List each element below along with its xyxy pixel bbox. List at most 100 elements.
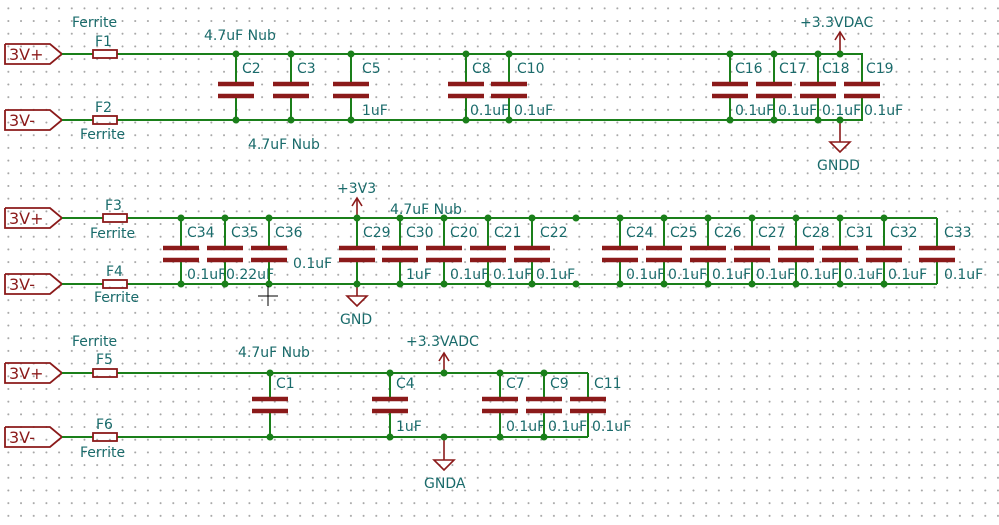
- capacitor-c18[interactable]: C18 0.1uF: [800, 54, 861, 120]
- capacitor-value: 0.1uF: [864, 103, 903, 119]
- connector-label: 3V+: [9, 364, 44, 383]
- capacitor-c8[interactable]: C8 0.1uF: [448, 54, 509, 120]
- ferrite-value: Ferrite: [90, 226, 135, 242]
- capacitor-c11[interactable]: C11 0.1uF: [570, 373, 631, 437]
- capacitor-ref: C33: [944, 225, 972, 241]
- capacitor-value: 0.1uF: [536, 267, 575, 283]
- capacitor-ref: C24: [626, 225, 654, 241]
- power-label: +3.3VADC: [406, 334, 479, 350]
- junctions-digital: [177, 214, 888, 288]
- capacitor-c20[interactable]: C20 0.1uF: [426, 218, 489, 284]
- connector-adc-top[interactable]: 3V+: [4, 362, 64, 384]
- capacitor-c32[interactable]: C32 0.1uF: [866, 218, 927, 284]
- rail-digital: 3V+ 3V- F3 Ferrite F4 Ferrite C34 0.1u: [4, 181, 983, 328]
- capacitor-value: 0.1uF: [822, 103, 861, 119]
- ferrite-f3[interactable]: F3 Ferrite: [90, 198, 135, 242]
- capacitor-value: 0.1uF: [514, 103, 553, 119]
- ground-symbol-gnda[interactable]: GNDA: [424, 437, 466, 492]
- connector-dac-top[interactable]: 3V+: [4, 43, 64, 65]
- connector-label: 3V-: [9, 275, 35, 294]
- capacitor-value: 0.1uF: [844, 267, 883, 283]
- capacitor-ref: C16: [735, 61, 763, 77]
- capacitor-ref: C32: [890, 225, 918, 241]
- capacitor-value: 0.1uF: [293, 256, 332, 272]
- capacitor-value: 1uF: [406, 267, 432, 283]
- ferrite-ref: F6: [96, 417, 113, 433]
- capacitor-value: 0.1uF: [800, 267, 839, 283]
- capacitor-c33[interactable]: C33 0.1uF: [919, 225, 983, 283]
- connector-label: 3V+: [9, 45, 44, 64]
- ferrite-ref: F3: [105, 198, 122, 214]
- capacitor-c35[interactable]: C35 0.22uF: [207, 218, 274, 284]
- power-flag-3v3[interactable]: +3V3: [337, 181, 376, 218]
- ground-symbol-gnd[interactable]: GND: [340, 284, 372, 328]
- capacitor-c1[interactable]: C1 4.7uF Nub: [238, 345, 310, 437]
- capacitor-value: 1uF: [362, 103, 388, 119]
- ferrite-value: Ferrite: [72, 334, 117, 350]
- power-flag-3v3dac[interactable]: +3.3VDAC: [800, 15, 873, 54]
- ferrite-f4[interactable]: F4 Ferrite: [94, 264, 139, 306]
- ferrite-f1[interactable]: Ferrite F1: [72, 15, 118, 59]
- ferrite-f6[interactable]: F6 Ferrite: [80, 417, 125, 461]
- connector-digital-bottom[interactable]: 3V-: [4, 273, 64, 295]
- capacitor-c34[interactable]: C34 0.1uF: [163, 218, 226, 284]
- capacitor-c17[interactable]: C17 0.1uF: [756, 54, 817, 120]
- connector-digital-top[interactable]: 3V+: [4, 207, 64, 229]
- capacitor-c30[interactable]: C30 1uF: [382, 218, 434, 284]
- capacitor-c36[interactable]: C36 0.1uF: [251, 218, 332, 284]
- capacitor-ref: C26: [714, 225, 742, 241]
- capacitor-c27[interactable]: C27 0.1uF: [734, 218, 795, 284]
- junctions-adc: [266, 369, 548, 441]
- capacitor-ref: C2: [242, 61, 261, 77]
- capacitor-value: 0.1uF: [778, 103, 817, 119]
- capacitor-c19[interactable]: C19 0.1uF: [844, 54, 903, 120]
- capacitor-c28[interactable]: C28 0.1uF: [778, 218, 839, 284]
- capacitor-ref: C35: [231, 225, 259, 241]
- capacitor-c2[interactable]: C2 4.7uF Nub: [204, 28, 276, 120]
- capacitor-ref: C36: [275, 225, 303, 241]
- rail-adc: 3V+ 3V- Ferrite F5 F6 Ferrite C1 4.7uF N…: [4, 334, 631, 492]
- ferrite-ref: F1: [95, 34, 112, 50]
- capacitor-ref: C8: [472, 61, 491, 77]
- capacitor-c25[interactable]: C25 0.1uF: [646, 218, 707, 284]
- capacitor-value: 0.1uF: [668, 267, 707, 283]
- capacitor-ref: C20: [450, 225, 478, 241]
- connector-adc-bottom[interactable]: 3V-: [4, 426, 64, 448]
- capacitor-c10[interactable]: C10 0.1uF: [491, 54, 553, 120]
- capacitor-c9[interactable]: C9 0.1uF: [526, 373, 587, 437]
- crosshair-cursor-icon: [258, 286, 278, 306]
- capacitor-ref: C21: [494, 225, 522, 241]
- capacitor-value: 4.7uF Nub: [204, 28, 276, 44]
- capacitor-c31[interactable]: C31 0.1uF: [822, 218, 883, 284]
- capacitor-c3[interactable]: C3: [273, 54, 316, 120]
- capacitor-c26[interactable]: C26 0.1uF: [690, 218, 751, 284]
- rail-dac: 3V+ 3V- Ferrite F1 F2 Ferrite C2 4: [4, 15, 903, 174]
- value-label-nub: 4.7uF Nub: [248, 137, 320, 153]
- ferrite-f2[interactable]: F2 Ferrite: [80, 100, 125, 143]
- capacitor-c22[interactable]: C22 0.1uF: [514, 218, 575, 284]
- capacitor-ref: C25: [670, 225, 698, 241]
- capacitor-c29[interactable]: C29 4.7uF Nub: [339, 202, 462, 284]
- capacitor-value: 1uF: [396, 419, 422, 435]
- capacitor-c4[interactable]: C4 1uF: [372, 373, 422, 437]
- ferrite-value: Ferrite: [80, 127, 125, 143]
- capacitor-c24[interactable]: C24 0.1uF: [602, 218, 665, 284]
- capacitor-ref: C29: [363, 225, 391, 241]
- ferrite-value: Ferrite: [94, 290, 139, 306]
- ground-label: GNDD: [817, 158, 860, 174]
- ground-symbol-gndd[interactable]: GNDD: [817, 120, 860, 174]
- power-label: +3.3VDAC: [800, 15, 873, 31]
- capacitor-value: 0.1uF: [548, 419, 587, 435]
- ferrite-value: Ferrite: [80, 445, 125, 461]
- ferrite-ref: F2: [95, 100, 112, 116]
- capacitor-c5[interactable]: C5 1uF: [333, 54, 388, 120]
- ferrite-f5[interactable]: Ferrite F5: [72, 334, 118, 378]
- capacitor-c21[interactable]: C21 0.1uF: [470, 218, 532, 284]
- power-flag-3v3vadc[interactable]: +3.3VADC: [406, 334, 479, 373]
- connector-dac-bottom[interactable]: 3V-: [4, 109, 64, 131]
- capacitor-c16[interactable]: C16 0.1uF: [712, 54, 774, 120]
- capacitor-ref: C19: [866, 61, 894, 77]
- capacitor-c7[interactable]: C7 0.1uF: [482, 373, 545, 437]
- capacitor-value: 0.1uF: [506, 419, 545, 435]
